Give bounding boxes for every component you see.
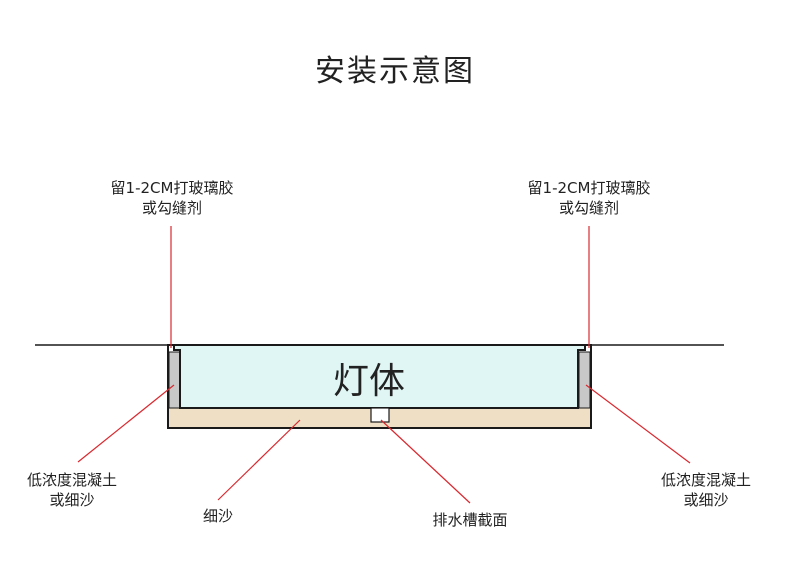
concrete-left-line1: 低浓度混凝土 (26, 471, 117, 489)
concrete-right-line1: 低浓度混凝土 (660, 471, 751, 489)
lamp-body-label: 灯体 (333, 361, 406, 402)
concrete-left-label: 低浓度混凝土 或细沙 (12, 470, 132, 510)
concrete-right-label: 低浓度混凝土 或细沙 (646, 470, 766, 510)
gap-left-line2: 或勾缝剂 (141, 199, 202, 217)
concrete-left-line2: 或细沙 (49, 491, 95, 509)
leader-sand (217, 419, 301, 501)
leader-concrete-left (77, 384, 175, 463)
diagram-title: 安装示意图 (315, 54, 475, 89)
concrete-right-line2: 或细沙 (683, 491, 729, 509)
leader-concrete-right (585, 384, 691, 464)
gap-right-line1: 留1-2CM打玻璃胶 (527, 179, 651, 197)
concrete-left (168, 351, 181, 409)
gap-right-line2: 或勾缝剂 (558, 199, 619, 217)
leader-drain (380, 419, 471, 504)
drain-label: 排水槽截面 (432, 511, 508, 529)
lamp-body (173, 344, 586, 409)
gap-left-line1: 留1-2CM打玻璃胶 (110, 179, 234, 197)
concrete-right (578, 351, 591, 409)
drain-channel (370, 407, 390, 423)
gap-right-label: 留1-2CM打玻璃胶 或勾缝剂 (513, 178, 665, 218)
gap-left-label: 留1-2CM打玻璃胶 或勾缝剂 (96, 178, 248, 218)
sand-label: 细沙 (202, 507, 233, 525)
